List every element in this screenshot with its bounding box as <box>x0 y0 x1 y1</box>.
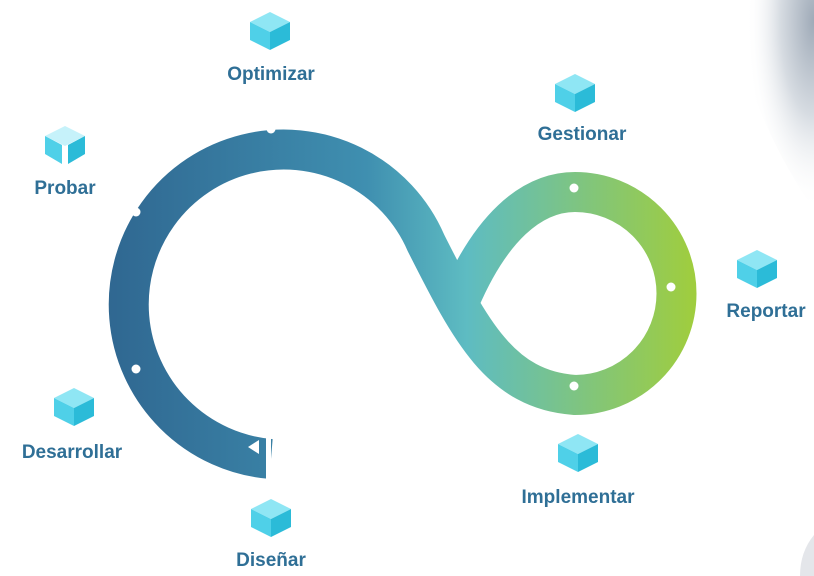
stage-label-reportar: Reportar <box>726 301 806 322</box>
cube-icon <box>45 126 85 164</box>
background-photo-corner-bottom <box>800 535 814 576</box>
cube-icon <box>251 499 291 537</box>
infinity-loop <box>108 129 697 479</box>
loop-node <box>569 183 579 193</box>
loop-node <box>131 207 141 217</box>
stage-label-probar: Probar <box>34 178 96 199</box>
stage-label-optimizar: Optimizar <box>227 64 315 85</box>
loop-direction-arrow <box>248 440 259 454</box>
cube-icon <box>54 388 94 426</box>
loop-node <box>131 364 141 374</box>
cube-icon <box>555 74 595 112</box>
loop-node <box>666 282 676 292</box>
loop-node <box>266 124 276 134</box>
stage-label-disenar: Diseñar <box>236 550 306 571</box>
loop-node <box>569 381 579 391</box>
cube-icon <box>558 434 598 472</box>
background-photo-corner <box>739 0 814 210</box>
stage-label-desarrollar: Desarrollar <box>21 442 123 463</box>
loop-break-marker <box>266 437 271 481</box>
stage-label-implementar: Implementar <box>521 487 635 508</box>
stage-label-gestionar: Gestionar <box>537 124 627 145</box>
cube-icon <box>737 250 777 288</box>
cube-icon <box>250 12 290 50</box>
